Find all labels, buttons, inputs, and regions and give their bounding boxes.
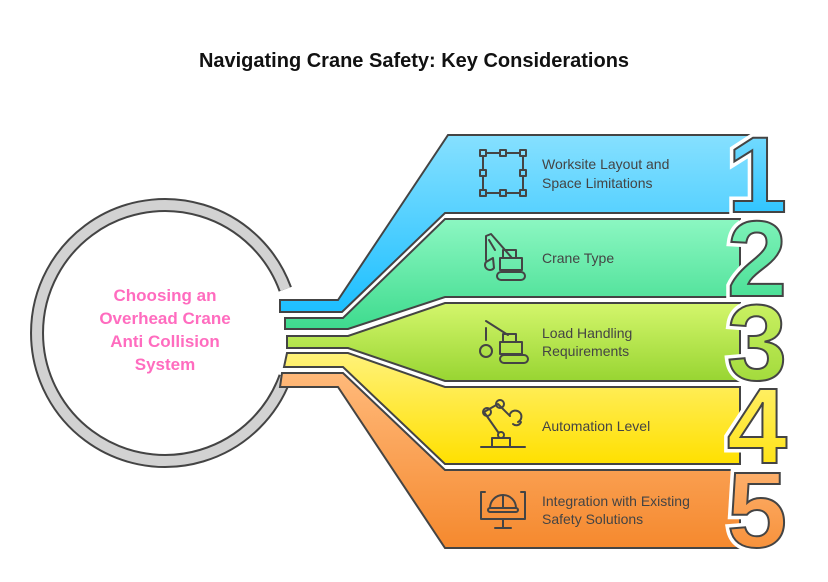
number-4: 4 4 xyxy=(722,361,791,491)
number-3: 3 3 xyxy=(722,278,791,408)
band-2 xyxy=(284,218,741,330)
center-line: Overhead Crane xyxy=(99,309,230,328)
item-1-label-line: Space Limitations xyxy=(542,175,653,191)
center-line: Anti Collision xyxy=(110,332,220,351)
item-3-label-line: Load Handling xyxy=(542,325,632,341)
svg-text:3: 3 xyxy=(727,282,787,403)
layout-frame-icon xyxy=(479,149,527,197)
svg-text:2: 2 xyxy=(727,198,787,319)
number-1: 1 1 xyxy=(722,110,791,240)
item-5-label-line: Integration with Existing xyxy=(542,493,690,509)
center-line: Choosing an xyxy=(114,286,217,305)
svg-text:4: 4 xyxy=(727,365,787,486)
svg-text:4: 4 xyxy=(727,365,787,486)
svg-text:3: 3 xyxy=(727,282,787,403)
band-1 xyxy=(279,134,756,313)
diagram-title: Navigating Crane Safety: Key Considerati… xyxy=(198,50,630,72)
center-ring xyxy=(30,198,292,468)
item-4-label: Automation Level xyxy=(542,418,650,434)
svg-text:5: 5 xyxy=(727,449,787,570)
band-4 xyxy=(282,352,741,465)
svg-text:2: 2 xyxy=(727,198,787,319)
item-5-label-line: Safety Solutions xyxy=(542,511,643,527)
robot-arm-icon xyxy=(480,399,526,448)
item-3-label-line: Requirements xyxy=(542,343,629,359)
wrecking-crane-icon xyxy=(479,320,529,364)
svg-text:1: 1 xyxy=(727,114,787,235)
center-line: System xyxy=(135,355,195,374)
excavator-crane-icon xyxy=(484,233,526,281)
band-5 xyxy=(278,372,741,549)
center-label: Choosing an Overhead Crane Anti Collisio… xyxy=(99,286,230,374)
number-2: 2 2 xyxy=(722,194,791,324)
number-5: 5 5 xyxy=(722,445,791,575)
safety-monitor-icon xyxy=(480,491,526,529)
item-2-label: Crane Type xyxy=(542,250,614,266)
item-1-label-line: Worksite Layout and xyxy=(542,156,669,172)
svg-text:1: 1 xyxy=(727,114,787,235)
svg-text:5: 5 xyxy=(727,449,787,570)
